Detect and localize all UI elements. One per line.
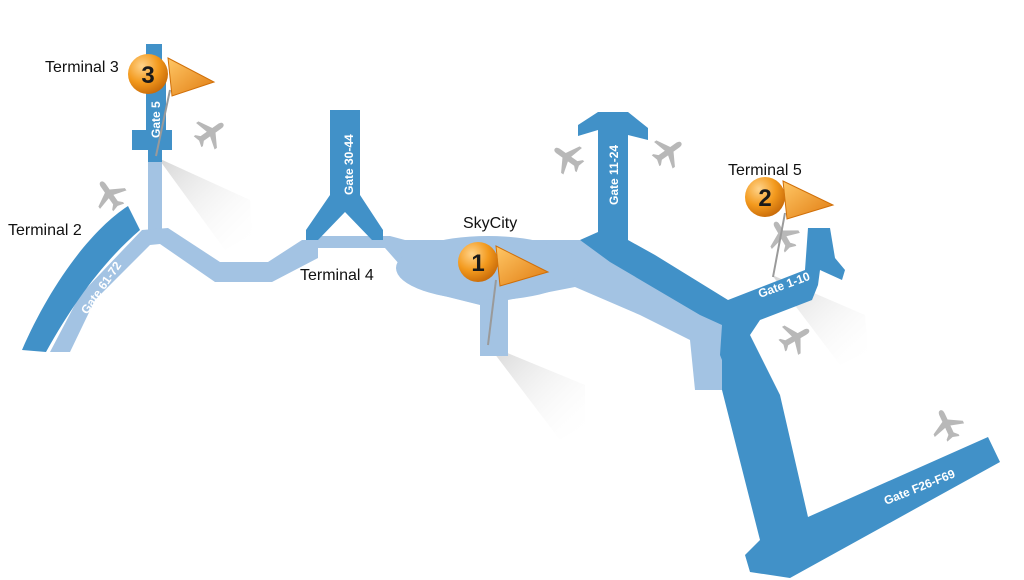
skycity-label: SkyCity bbox=[463, 215, 517, 232]
terminal-2-concourse bbox=[22, 206, 140, 352]
airplane-icon bbox=[545, 135, 590, 180]
airplane-icon bbox=[646, 129, 691, 174]
west-walkway bbox=[50, 228, 318, 352]
marker-badge bbox=[745, 177, 785, 217]
marker-badge bbox=[128, 54, 168, 94]
place-labels: Terminal 3 Terminal 2 Terminal 4 SkyCity… bbox=[8, 59, 802, 284]
gate-5-connector bbox=[148, 160, 162, 232]
terminal-3-label: Terminal 3 bbox=[45, 59, 119, 76]
marker-1[interactable]: 1 bbox=[458, 242, 550, 346]
orange-flag-icon bbox=[782, 180, 835, 220]
terminal-2-label: Terminal 2 bbox=[8, 222, 82, 239]
marker-badge bbox=[458, 242, 498, 282]
pin-needle bbox=[487, 279, 497, 346]
marker-number: 3 bbox=[141, 62, 154, 89]
marker-2[interactable]: 2 bbox=[745, 177, 835, 278]
terminal-4-label: Terminal 4 bbox=[300, 267, 374, 284]
terminal-5-label: Terminal 5 bbox=[728, 162, 802, 179]
pin-3-shadow bbox=[158, 158, 252, 250]
pin-needle bbox=[155, 89, 171, 157]
pin-1-shadow bbox=[488, 345, 585, 440]
marker-number: 1 bbox=[471, 250, 484, 277]
orange-flag-icon bbox=[167, 57, 216, 97]
terminal-4-pier bbox=[306, 110, 383, 240]
airplane-icon bbox=[188, 110, 233, 155]
pin-needle bbox=[772, 212, 786, 278]
marker-3[interactable]: 3 bbox=[128, 54, 216, 157]
marker-number: 2 bbox=[758, 185, 771, 212]
gate-11-24-label: Gate 11-24 bbox=[607, 145, 621, 205]
east-concourse bbox=[578, 112, 1000, 578]
orange-flag-icon bbox=[495, 245, 550, 287]
gate-30-44-label: Gate 30-44 bbox=[342, 134, 356, 195]
gate-5-label: Gate 5 bbox=[149, 101, 163, 138]
airplane-icon bbox=[925, 403, 969, 446]
